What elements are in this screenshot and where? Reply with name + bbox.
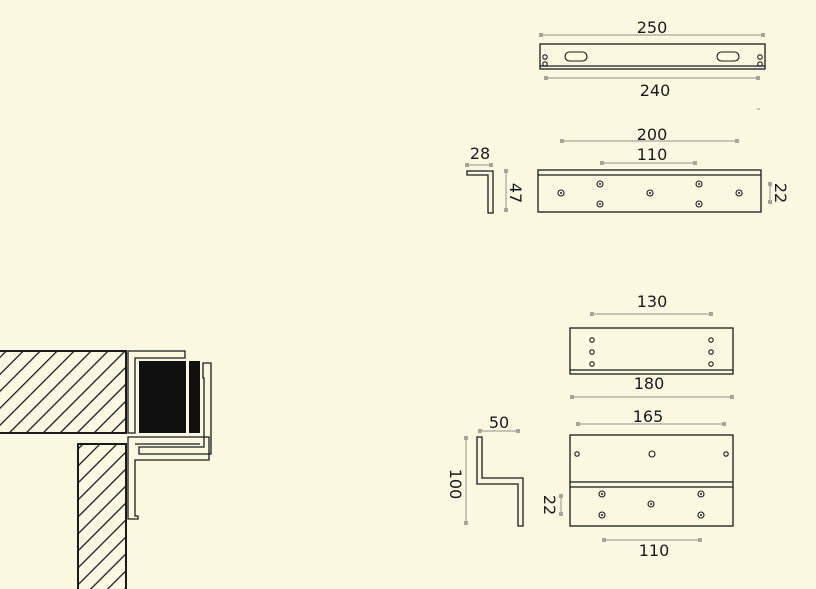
top-plate [539, 43, 766, 70]
dim-bracket-offset: 22 [540, 495, 559, 515]
top-plate-view: 250 240 [539, 18, 766, 110]
dim-angle-flange: 28 [470, 144, 490, 163]
hole [757, 61, 763, 67]
mid-plate-holes [589, 337, 714, 367]
angle-plate [537, 169, 762, 213]
angle-profile [466, 170, 494, 214]
bracket-plate [569, 434, 734, 527]
dim-mid-plate-holes: 130 [637, 292, 668, 311]
mid-plate [569, 327, 734, 375]
dim-angle-offset: 22 [771, 183, 790, 203]
dim-angle-holes: 110 [637, 145, 668, 164]
mid-plate-view: 130 180 [569, 292, 734, 399]
mounting-plate-outline [127, 350, 186, 434]
hole [542, 54, 548, 60]
electromagnet-core [189, 361, 200, 433]
electromagnet-body [139, 361, 186, 433]
z-bracket-outline [138, 362, 212, 455]
section-view [0, 350, 212, 589]
dim-angle-height: 47 [506, 183, 525, 203]
dim-mid-plate-length: 180 [634, 374, 665, 393]
bracket-profile-view: 50 100 [446, 413, 524, 527]
dim-bracket-height: 100 [446, 469, 465, 500]
dim-top-plate-length: 250 [637, 18, 668, 37]
bracket-front-view: 165 22 110 [540, 407, 734, 560]
bracket-holes [574, 450, 729, 519]
angle-profile-view: 28 47 [465, 144, 525, 214]
dim-angle-length: 200 [637, 125, 668, 144]
slot-left [564, 51, 588, 62]
dim-bracket-holes: 165 [633, 407, 664, 426]
armature-bracket-outline [127, 436, 210, 520]
dim-top-plate-holes: 240 [640, 81, 671, 100]
slot-right [716, 51, 740, 62]
door-frame-hatched [0, 350, 127, 434]
dim-bracket-lower-holes: 110 [639, 541, 670, 560]
hole [542, 61, 548, 67]
hole [757, 54, 763, 60]
bracket-profile [476, 436, 524, 527]
angle-holes [557, 180, 743, 208]
angle-front-view: 200 110 22 [537, 125, 790, 213]
dim-bracket-flange: 50 [489, 413, 509, 432]
door-leaf-hatched [77, 443, 127, 589]
